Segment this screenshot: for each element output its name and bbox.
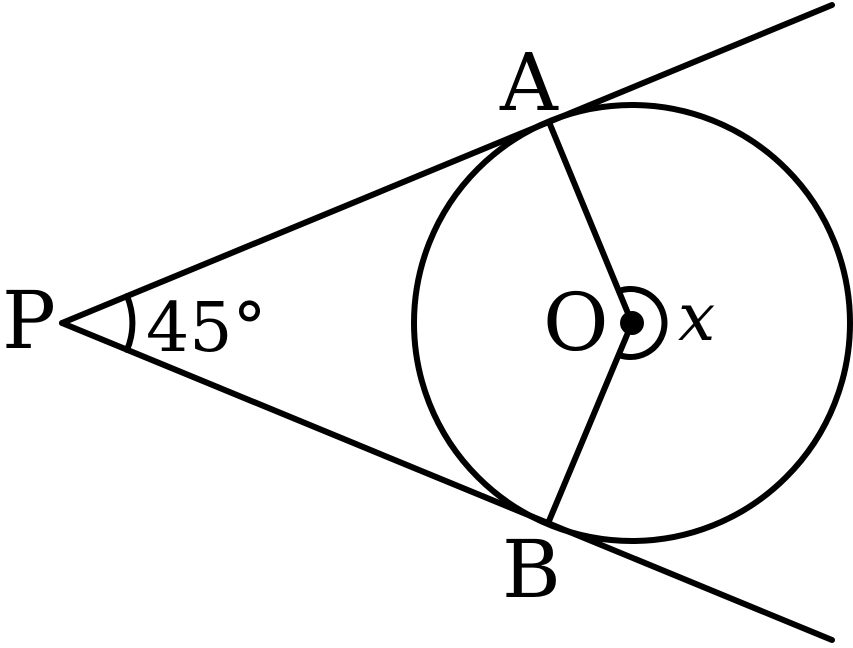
point-label-b: B [502, 523, 561, 616]
point-label-p: P [2, 274, 56, 367]
angle-arc-p [124, 293, 136, 353]
tangent-line-pa [59, 2, 835, 326]
angle-label-x: x [678, 279, 715, 356]
tangent-line-pb [59, 320, 835, 643]
angle-arc-o [616, 286, 668, 360]
center-dot-o [620, 311, 644, 335]
circle-o [411, 102, 853, 544]
angle-label-45: 45° [146, 289, 267, 368]
point-label-o: O [543, 276, 609, 369]
point-label-a: A [499, 36, 559, 129]
